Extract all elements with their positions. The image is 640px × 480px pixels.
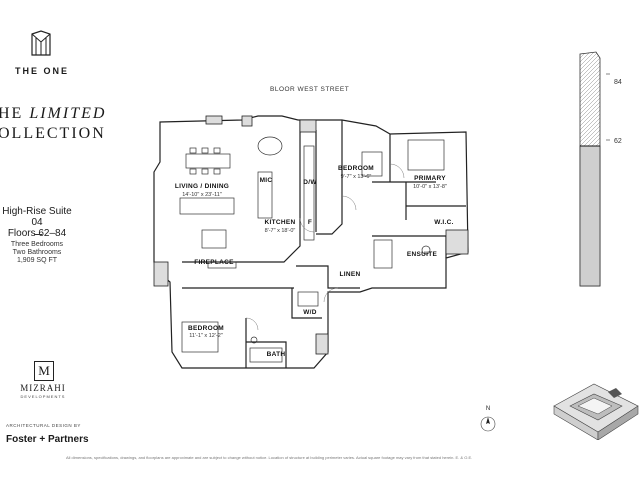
architect-name: Foster + Partners [6,434,89,445]
room-ensuite-label: ENSUITE [407,251,438,258]
divider [34,234,42,235]
room-bedroom1-dims: 9'-7" x 13'-6" [341,174,372,180]
room-bedroom1-label: BEDROOM [338,165,374,172]
room-living-label: LIVING / DINING [175,183,229,190]
street-label: BLOOR WEST STREET [270,86,350,93]
room-bedroom2-label: BEDROOM [188,325,224,332]
room-bath-label: BATH [267,351,286,358]
suite-area: 1,909 SQ FT [16,257,58,264]
tower-floor-bottom: 62 [614,138,622,145]
collection-title: HE LIMITED OLLECTION [0,104,106,144]
room-mic-label: MIC [260,177,273,184]
developer-subtitle: DEVELOPMENTS [20,394,66,399]
floor-plan: LIVING / DINING 14'-10" x 23'-11" MIC D/… [153,115,469,369]
brand-name: THE ONE [14,66,69,76]
room-fireplace-label: FIREPLACE [194,259,234,266]
collection-title-prefix: HE [0,105,24,122]
plan-furniture [179,136,445,363]
suite-bathrooms: Two Bathrooms [12,249,62,256]
room-living-dims: 14'-10" x 23'-11" [182,192,222,198]
suite-heading: High-Rise Suite 04 Floors 62–84 [2,206,72,239]
suite-bedrooms: Three Bedrooms [10,241,64,248]
mizrahi-logo: M [34,361,54,381]
suite-specs: Three Bedrooms Two Bathrooms 1,909 SQ FT [6,241,68,265]
plan-columns [153,115,469,355]
room-wic-label: W.I.C. [434,219,454,226]
suite-name: High-Rise Suite 04 [2,206,72,228]
room-kitchen-dims: 8'-7" x 18'-0" [265,228,296,234]
suite-floors: Floors 62–84 [7,228,67,239]
room-bedroom2-dims: 11'-1" x 12'-2" [189,333,222,339]
room-fridge-label: F [308,219,312,226]
room-primary-label: PRIMARY [414,175,446,182]
room-dw-label: D/W [303,179,317,186]
the-one-tower-logo-icon [31,30,51,56]
developer-name: MIZRAHI [20,383,66,393]
tower-elevation: 84 62 [579,51,622,287]
compass-icon: N [480,406,496,432]
collection-title-line2: OLLECTION [0,125,106,142]
plan-doors [245,163,405,331]
room-linen-label: LINEN [340,271,361,278]
collection-title-italic: LIMITED [29,105,107,122]
building-key-map [553,383,639,440]
room-wd-label: W/D [303,309,317,316]
architect-label: ARCHITECTURAL DESIGN BY [6,423,81,428]
room-kitchen-label: KITCHEN [265,219,296,226]
room-primary-dims: 10'-0" x 13'-8" [413,184,447,190]
tower-floor-top: 84 [614,79,622,86]
disclaimer: All dimensions, specifications, drawings… [66,455,473,460]
compass-north: N [486,406,490,412]
